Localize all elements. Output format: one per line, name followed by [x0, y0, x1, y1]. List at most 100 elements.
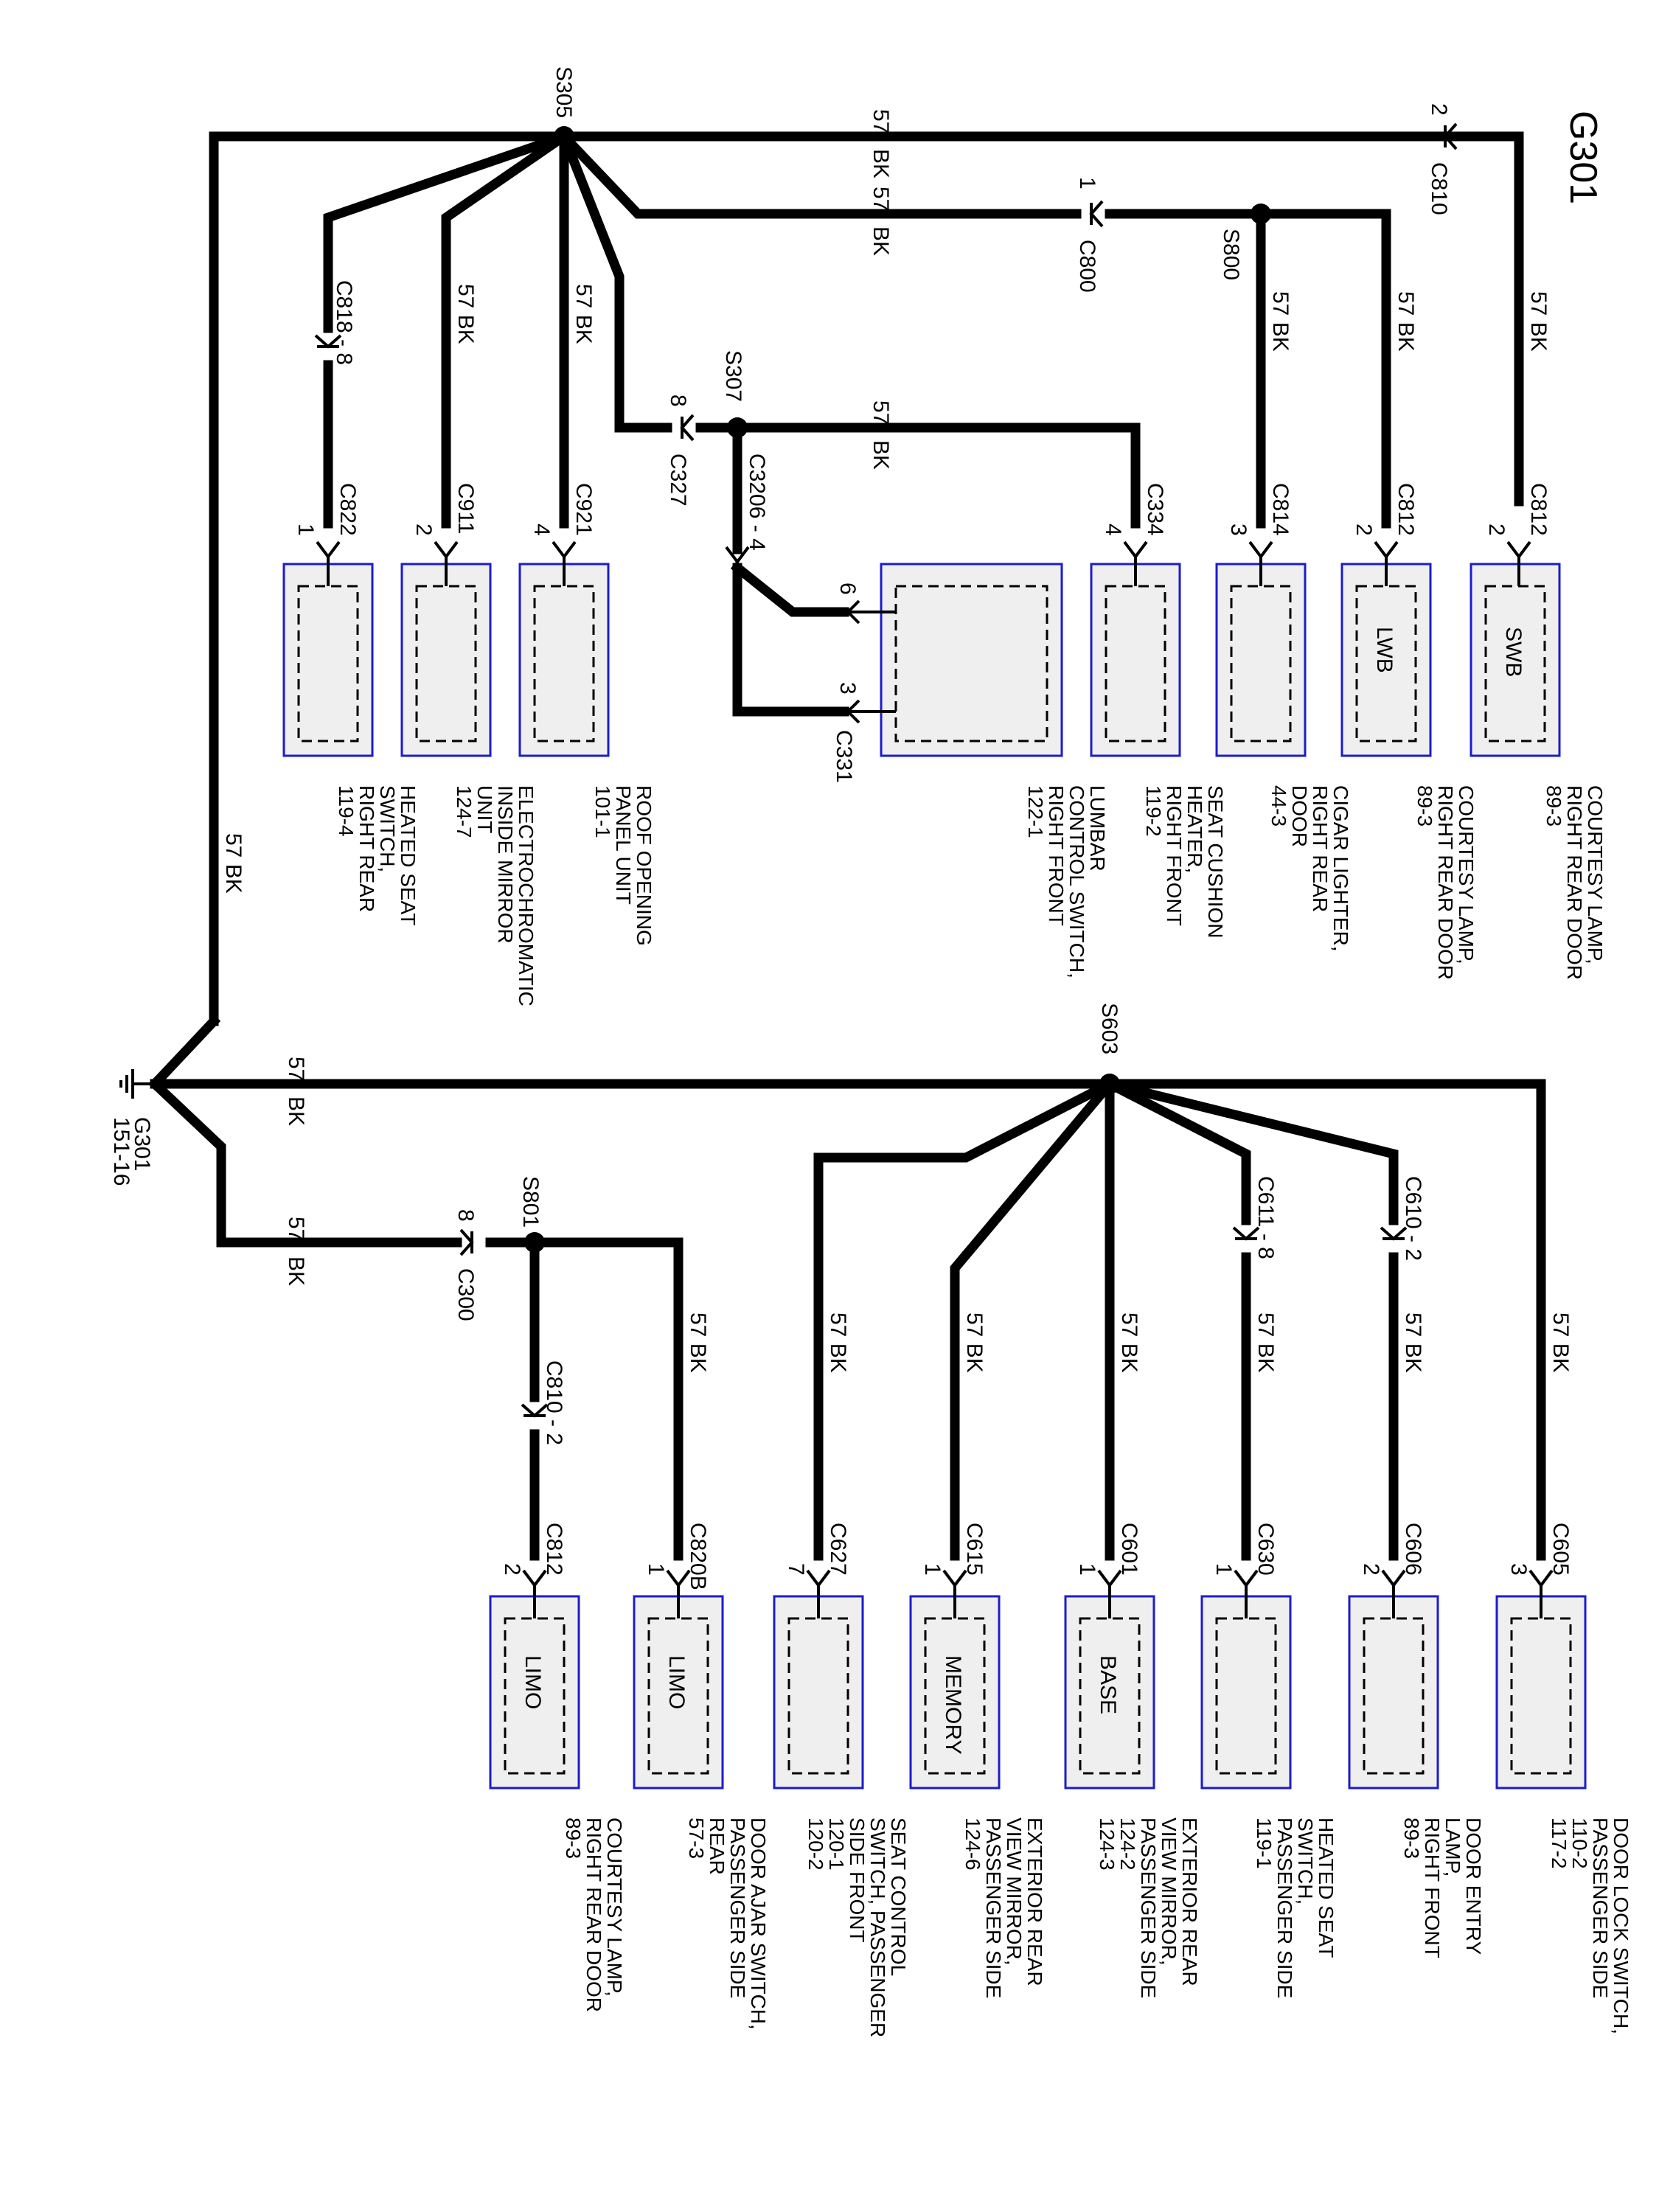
wire-s801-c820b — [485, 1237, 684, 1561]
circuit-label: 57 BK — [1117, 1312, 1141, 1373]
component-label-line: HEATER, — [1183, 785, 1206, 873]
component-label-line: LUMBAR — [1086, 785, 1109, 872]
connector-label-c810: C810 — [1427, 162, 1451, 215]
connector-label: C334 — [1143, 483, 1167, 536]
connector-label: C605 — [1548, 1523, 1573, 1576]
pin-label: 2 — [1427, 103, 1451, 116]
splice-label-s603: S603 — [1097, 1003, 1121, 1054]
wire-harness — [147, 129, 1546, 1561]
component-label-line: 124-2 — [1116, 1818, 1139, 1871]
wire-s603-c627 — [813, 1077, 1116, 1561]
pin-label: 1 — [920, 1563, 945, 1576]
connector-label-c610: C610 - 2 — [1401, 1176, 1425, 1261]
component-label-line: PASSENGER SIDE — [726, 1818, 749, 1998]
connector-symbols — [314, 122, 1458, 1418]
component-label-line: COURTESY LAMP, — [1584, 785, 1607, 964]
component-label-line: 117-2 — [1548, 1818, 1571, 1869]
splice-dot — [1251, 204, 1271, 224]
component-label-line: 119-4 — [335, 785, 358, 837]
connector-label: C812 — [542, 1523, 566, 1576]
component-label-line: RIGHT REAR — [355, 785, 378, 912]
component-heated-seat-switch-rr — [282, 563, 374, 757]
component-label-line: 89-3 — [1413, 785, 1436, 827]
pin-label: 3 — [835, 682, 860, 695]
component-label-line: EXTERIOR REAR — [1178, 1818, 1201, 1986]
connector-c800-symbol — [1089, 200, 1104, 228]
splices — [524, 126, 1271, 1253]
pin-label: 1 — [1211, 1563, 1236, 1576]
circuit-label: 57 BK — [221, 833, 246, 894]
component-label-line: PANEL UNIT — [612, 785, 635, 905]
component-seat-cushion-heater — [1090, 563, 1181, 757]
component-label-line: DOOR LOCK SWITCH, — [1610, 1818, 1632, 2034]
splice-dot — [727, 417, 748, 438]
connector-label: C820B — [686, 1523, 710, 1590]
pin-label: 2 — [500, 1563, 524, 1576]
pin-label: 8 — [666, 394, 690, 407]
component-cigar-lighter — [1215, 563, 1307, 757]
component-label-line: ELECTROCHROMATIC — [515, 785, 538, 1006]
component-label-line: VIEW MIRROR, — [1158, 1818, 1180, 1966]
component-door-lock-switch — [1495, 1595, 1587, 1790]
circuit-label: 57 BK — [571, 284, 596, 344]
ground-ref: 151-16 — [109, 1117, 133, 1186]
component-label-line: RIGHT FRONT — [1045, 785, 1068, 926]
circuit-label: 57 BK — [1548, 1312, 1573, 1373]
circuit-label: 57 BK — [1394, 291, 1418, 352]
component-label-line: UNIT — [473, 785, 496, 833]
circuit-label: 57 BK — [962, 1312, 987, 1373]
pin-label: 7 — [784, 1563, 808, 1576]
component-tag: MEMORY — [941, 1655, 965, 1754]
component-label-line: PASSENGER SIDE — [1589, 1818, 1612, 1998]
component-tag: LIMO — [521, 1655, 545, 1709]
component-label-line: RIGHT REAR DOOR — [1434, 785, 1457, 980]
connector-label-c810b: C810 - 2 — [542, 1360, 566, 1445]
component-label-line: 89-3 — [1400, 1818, 1423, 1859]
wire-s603-c611 — [1103, 1077, 1251, 1225]
wire-s603-c605 — [1105, 1079, 1546, 1561]
wire-ground-up — [147, 1014, 221, 1091]
circuit-color: BK — [284, 1256, 308, 1286]
component-label-line: 120-1 — [825, 1818, 848, 1871]
component-label-line: SEAT CUSHION — [1204, 785, 1227, 938]
component-label-line: 89-3 — [1543, 785, 1565, 827]
component-label-line: INSIDE MIRROR — [494, 785, 517, 944]
top-components — [282, 540, 1561, 757]
connector-label-c331: C331 — [832, 730, 856, 783]
component-label-line: SWITCH, PASSENGER — [866, 1818, 889, 2037]
component-label-line: 124-6 — [961, 1818, 984, 1871]
component-label-line: ROOF OPENING — [633, 785, 655, 946]
component-label-line: 119-1 — [1253, 1818, 1276, 1869]
wire-main-top — [209, 131, 1524, 1026]
connector-label-c818: C818 - 8 — [332, 280, 356, 365]
connector-label: C812 — [1526, 483, 1551, 536]
connector-label: C822 — [335, 483, 360, 536]
component-seat-control-switch — [773, 1595, 864, 1790]
circuit-color: BK — [869, 226, 893, 256]
component-door-entry-lamp — [1348, 1595, 1439, 1790]
circuit-label: 57 BK — [826, 1312, 850, 1373]
component-label-line: RIGHT REAR DOOR — [582, 1818, 605, 2012]
splice-label-s307: S307 — [721, 350, 745, 402]
circuit-num: 57 — [284, 1057, 308, 1081]
component-tag: LIMO — [664, 1655, 689, 1709]
wire-s305-c800 — [557, 129, 1082, 219]
pin-label: 3 — [1506, 1563, 1531, 1576]
pin-label: 6 — [835, 582, 860, 595]
component-label-line: 122-1 — [1024, 785, 1047, 838]
component-label-line: PASSENGER SIDE — [982, 1818, 1005, 1998]
component-label-line: RIGHT REAR DOOR — [1563, 785, 1586, 980]
component-label-line: PASSENGER SIDE — [1273, 1818, 1296, 1998]
connector-c3206-symbol — [725, 546, 750, 565]
component-label-line: SWITCH, — [376, 785, 399, 872]
wire-s305-c911 — [441, 129, 571, 529]
component-label-line: 124-3 — [1096, 1818, 1119, 1871]
wire-s603-c610 — [1104, 1078, 1399, 1225]
bottom-components — [489, 1569, 1587, 1790]
labels: G301 S305 S800 S307 S603 S801 57 BK 57 B… — [109, 66, 1604, 1445]
component-label-line: 101-1 — [591, 785, 614, 838]
component-label-line: DOOR — [1288, 785, 1311, 847]
ground-symbol-icon — [119, 1069, 155, 1099]
